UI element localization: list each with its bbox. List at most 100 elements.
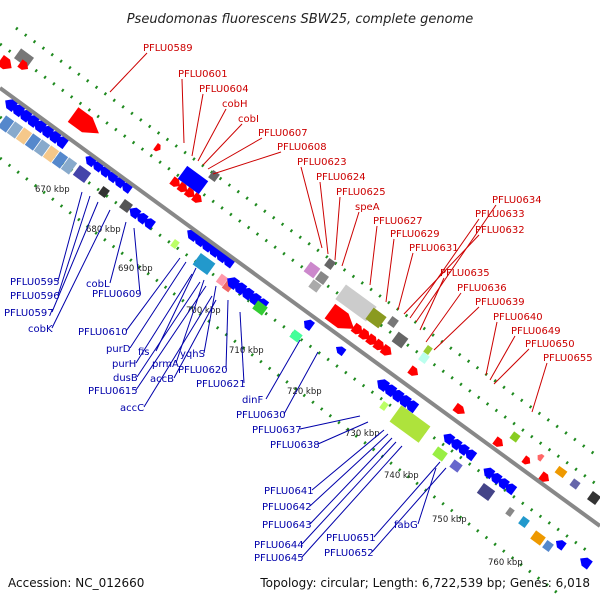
plus-gene-label: PFLU0623 xyxy=(297,157,347,168)
minus-label-leader xyxy=(417,467,437,525)
map-title: Pseudomonas fluorescens SBW25, complete … xyxy=(127,12,474,27)
plus-gene-label: PFLU0635 xyxy=(440,268,490,279)
minus-gene-label: purH xyxy=(112,359,136,370)
minus-gene-arrow xyxy=(391,389,405,403)
minus-label-leader xyxy=(57,195,91,296)
plus-label-leader xyxy=(109,52,148,93)
minus-gene-arrow xyxy=(56,136,69,150)
minus-label-leader xyxy=(299,415,361,430)
feature-box xyxy=(14,48,34,68)
plus-gene-arrow xyxy=(0,55,12,70)
minus-gene-label: PFLU0595 xyxy=(10,277,60,288)
feature-box xyxy=(303,261,321,279)
minus-label-leader xyxy=(135,273,193,364)
minus-gene-label: PFLU0651 xyxy=(326,533,376,544)
minus-label-leader xyxy=(135,285,207,391)
feature-box xyxy=(98,186,110,198)
plus-gene-arrow xyxy=(538,471,550,482)
minus-label-leader xyxy=(125,257,181,332)
minus-gene-label: PFLU0596 xyxy=(10,291,60,302)
feature-box xyxy=(252,300,268,316)
inner-plus-track xyxy=(0,42,600,489)
plus-gene-arrow xyxy=(379,343,392,356)
minus-label-leader xyxy=(283,351,319,415)
plus-gene-arrow xyxy=(350,322,363,335)
feature-box xyxy=(389,405,431,443)
minus-label-leader xyxy=(301,441,397,545)
minus-label-leader xyxy=(311,429,385,491)
plus-gene-arrow xyxy=(492,436,504,447)
plus-gene-label: PFLU0640 xyxy=(493,312,543,323)
minus-label-leader xyxy=(301,445,403,558)
minus-gene-label: purD xyxy=(106,344,131,355)
minus-gene-label: cobL xyxy=(86,279,110,290)
minus-gene-label: accC xyxy=(120,403,144,414)
minus-label-leader xyxy=(173,299,217,379)
minus-gene-arrow xyxy=(144,218,156,230)
feature-box xyxy=(42,145,60,163)
minus-label-leader xyxy=(136,281,201,378)
minus-gene-arrow xyxy=(136,212,149,225)
minus-gene-arrow xyxy=(227,277,241,290)
plus-label-leader xyxy=(415,204,497,323)
feature-box xyxy=(51,151,69,169)
plus-label-leader xyxy=(341,211,360,267)
feature-box xyxy=(387,316,399,328)
plus-gene-arrow xyxy=(191,192,202,203)
feature-box xyxy=(505,507,515,517)
minus-gene-arrow xyxy=(490,472,503,485)
minus-label-leader xyxy=(51,209,111,329)
plus-label-leader xyxy=(181,78,185,144)
plus-label-leader xyxy=(319,181,329,255)
feature-box xyxy=(24,133,42,151)
plus-gene-label: PFLU0631 xyxy=(409,243,459,254)
minus-gene-arrow xyxy=(458,444,470,456)
plus-gene-label: PFLU0650 xyxy=(525,339,575,350)
feature-box xyxy=(569,478,581,490)
plus-gene-arrow xyxy=(169,176,181,187)
minus-gene-arrow xyxy=(505,483,518,496)
minus-gene-arrow xyxy=(5,99,19,112)
feature-box xyxy=(542,540,554,552)
minus-gene-label: PFLU0620 xyxy=(178,365,228,376)
feature-box xyxy=(365,307,387,329)
minus-gene-arrow xyxy=(465,449,478,462)
feature-box xyxy=(509,431,521,443)
plus-gene-arrow xyxy=(407,365,419,376)
minus-gene-label: dinF xyxy=(242,395,263,406)
feature-box xyxy=(119,199,133,213)
plus-gene-arrow xyxy=(357,328,370,340)
feature-box xyxy=(289,329,303,343)
plus-label-leader xyxy=(191,93,204,157)
plus-gene-label: PFLU0639 xyxy=(475,297,525,308)
minus-gene-label: PFLU0609 xyxy=(92,289,142,300)
minus-gene-arrow xyxy=(555,540,567,551)
plus-label-leader xyxy=(425,292,462,343)
minus-gene-label: PFLU0652 xyxy=(324,548,374,559)
feature-box xyxy=(215,273,229,287)
feature-box xyxy=(476,483,496,501)
feature-box xyxy=(379,401,389,411)
plus-gene-arrow xyxy=(183,187,195,198)
plus-gene-arrow xyxy=(324,303,355,329)
minus-label-leader xyxy=(109,221,127,284)
minus-label-leader xyxy=(175,279,205,364)
plus-label-leader xyxy=(397,252,414,311)
plus-gene-label: PFLU0604 xyxy=(199,84,249,95)
minus-gene-label: PFLU0642 xyxy=(262,502,312,513)
plus-label-leader xyxy=(493,348,530,385)
minus-label-leader xyxy=(373,461,441,538)
minus-gene-arrow xyxy=(303,319,315,331)
minus-gene-arrow xyxy=(398,395,412,408)
plus-label-leader xyxy=(489,335,516,381)
plus-label-leader xyxy=(197,108,227,162)
plus-label-leader xyxy=(212,151,282,175)
feature-box xyxy=(530,530,546,546)
minus-gene-label: PFLU0615 xyxy=(88,386,138,397)
feature-box xyxy=(170,239,180,249)
plus-gene-label: PFLU0624 xyxy=(316,172,366,183)
minus-label-leader xyxy=(239,311,245,384)
plus-label-leader xyxy=(385,238,395,303)
minus-gene-arrow xyxy=(450,438,463,451)
plus-gene-label: PFLU0636 xyxy=(457,283,507,294)
